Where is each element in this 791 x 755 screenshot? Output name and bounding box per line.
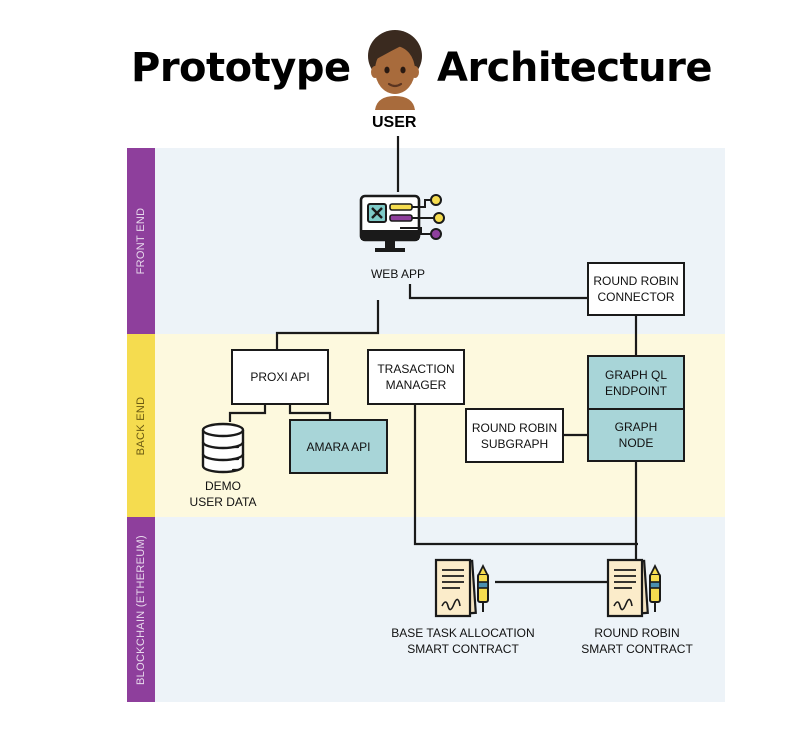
round-robin-contract-label: ROUND ROBIN SMART CONTRACT: [581, 626, 693, 656]
database-icon: [201, 422, 245, 474]
demo-user-data-label: DEMO USER DATA: [189, 479, 257, 509]
front-end-lane-header: FRONT END: [127, 148, 155, 334]
round-robin-subgraph-box: ROUND ROBIN SUBGRAPH: [465, 408, 564, 463]
web-app-monitor-icon: [359, 194, 445, 252]
diagram-title: Prototype Architecture: [0, 30, 791, 110]
title-word-architecture: Architecture: [437, 45, 713, 91]
title-word-prototype: Prototype: [131, 45, 351, 91]
base-task-contract-label: BASE TASK ALLOCATION SMART CONTRACT: [391, 626, 535, 656]
proxi-to-amara-line: [288, 405, 332, 419]
transaction-manager-box: TRASACTION MANAGER: [367, 349, 465, 405]
graph-ql-endpoint-box: GRAPH QL ENDPOINT: [587, 355, 685, 410]
base-task-contract-icon: [434, 558, 489, 618]
back-end-lane-header: BACK END: [127, 334, 155, 517]
person-emoji-icon: [368, 30, 422, 110]
proxi-to-demo-data-line: [228, 405, 267, 422]
round-robin-connector-box: ROUND ROBIN CONNECTOR: [587, 262, 685, 316]
amara-api-box: AMARA API: [289, 419, 388, 474]
webapp-to-connector-line: [408, 284, 588, 300]
user-label: USER: [372, 114, 417, 131]
graph-node-box: GRAPH NODE: [587, 408, 685, 462]
proxi-api-box: PROXI API: [231, 349, 329, 405]
web-app-label: WEB APP: [370, 267, 426, 281]
transaction-to-chain-line: [413, 405, 638, 546]
webapp-to-proxi-line: [275, 300, 380, 349]
blockchain-lane-header: BLOCKCHAIN (ETHEREUM): [127, 517, 155, 702]
round-robin-contract-icon: [606, 558, 661, 618]
